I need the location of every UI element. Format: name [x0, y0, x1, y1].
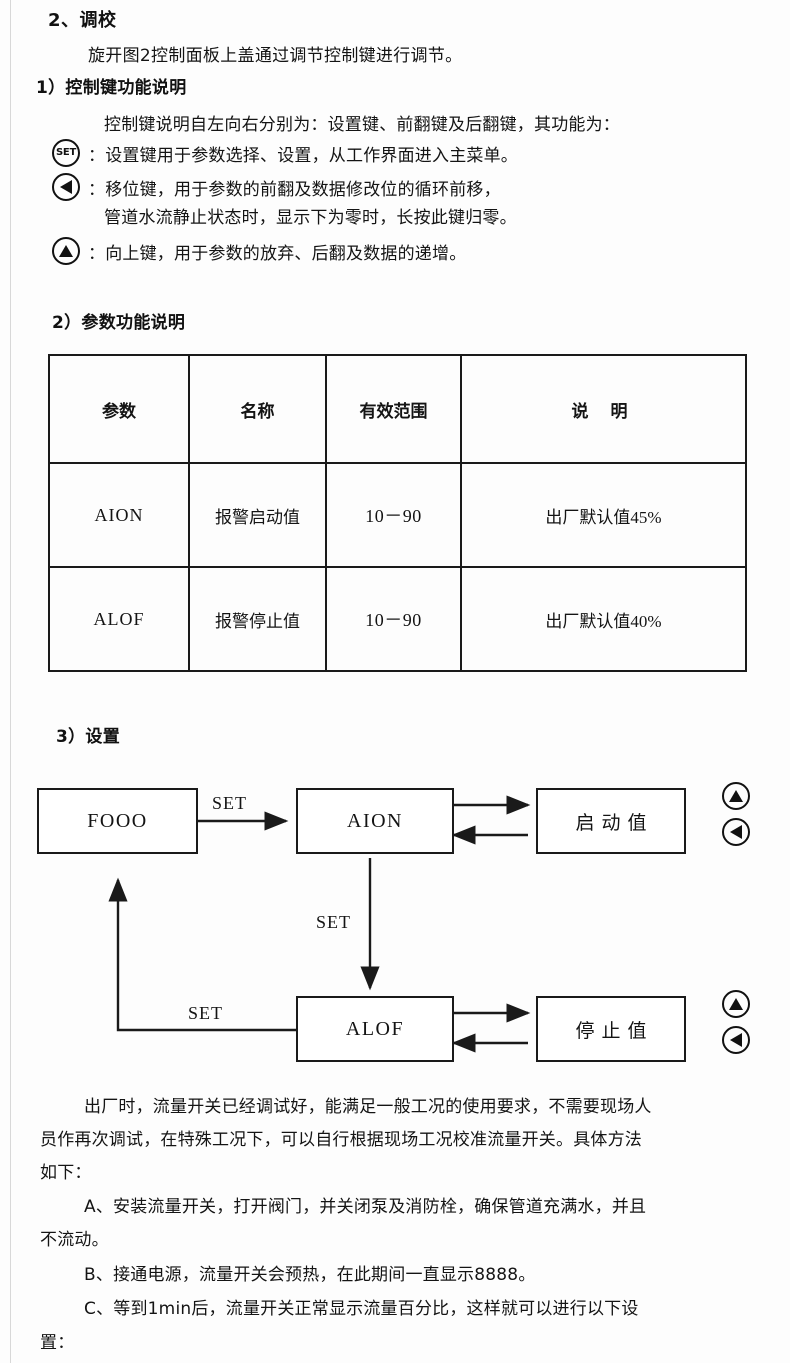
table-row: ALOF 报警停止值 10－90 出厂默认值40% — [48, 566, 747, 672]
table-header-desc-text: 说 明 — [571, 401, 636, 422]
table-header-name: 名称 — [188, 354, 327, 464]
key-description-row-set: SET ：设置键用于参数选择、设置，从工作界面进入主菜单。 — [52, 138, 518, 168]
up-triangle-button-icon — [52, 237, 80, 265]
table-cell-desc: 出厂默认值45% — [460, 462, 747, 568]
table-cell-desc: 出厂默认值40% — [460, 566, 747, 672]
diagram-side-buttons-top — [722, 782, 750, 846]
diagram-box-alof: ALOF — [296, 996, 454, 1062]
table-header-desc: 说 明 — [460, 354, 747, 464]
table-cell-desc-label: 出厂默认值 — [545, 611, 631, 632]
table-cell-range: 10－90 — [325, 566, 462, 672]
page-edge-line — [10, 0, 11, 1363]
key-description-continuation-left: 管道水流静止状态时，显示下为零时，长按此键归零。 — [104, 208, 517, 228]
left-triangle-button-icon — [52, 173, 80, 201]
table-cell-name: 报警启动值 — [188, 462, 327, 568]
section-1-lead: 控制键说明自左向右分别为：设置键、前翻键及后翻键，其功能为： — [104, 115, 620, 135]
intro-paragraph: 旋开图2控制面板上盖通过调节控制键进行调节。 — [88, 46, 463, 66]
key-description-text-left: ：移位键，用于参数的前翻及数据修改位的循环前移， — [88, 179, 501, 200]
table-cell-param: ALOF — [48, 566, 190, 672]
diagram-box-aion: AION — [296, 788, 454, 854]
diagram-connectors — [108, 795, 531, 1053]
up-triangle-button-icon — [722, 990, 750, 1018]
set-button-icon: SET — [52, 139, 80, 167]
section-2-title: 2）参数功能说明 — [52, 313, 186, 333]
table-cell-range: 10－90 — [325, 462, 462, 568]
diagram-box-aion-value-label: 启动值 — [575, 811, 654, 834]
table-cell-param: AION — [48, 462, 190, 568]
left-triangle-glyph — [60, 180, 72, 194]
left-triangle-glyph — [730, 1033, 742, 1047]
body-step-b-line-1: B、接通电源，流量开关会预热，在此期间一直显示8888。 — [84, 1265, 536, 1285]
diagram-box-alof-value-label: 停止值 — [575, 1019, 654, 1042]
page-title: 2、调校 — [48, 10, 117, 31]
parameter-table: 参数 名称 有效范围 说 明 AION 报警启动值 10－90 出厂默认值45%… — [48, 354, 747, 672]
left-triangle-glyph — [730, 825, 742, 839]
left-triangle-button-icon — [722, 1026, 750, 1054]
diagram-side-buttons-bottom — [722, 990, 750, 1054]
body-paragraph-line-3: 如下： — [40, 1163, 92, 1183]
up-triangle-glyph — [729, 998, 743, 1010]
key-description-row-up: ：向上键，用于参数的放弃、后翻及数据的递增。 — [52, 236, 466, 266]
up-triangle-glyph — [59, 245, 73, 257]
key-description-row-left: ：移位键，用于参数的前翻及数据修改位的循环前移， — [52, 172, 501, 202]
body-step-c-line-1: C、等到1min后，流量开关正常显示流量百分比，这样就可以进行以下设 — [84, 1299, 639, 1319]
table-header-range: 有效范围 — [325, 354, 462, 464]
up-triangle-button-icon — [722, 782, 750, 810]
table-cell-desc-value: 40% — [630, 611, 662, 631]
setting-flow-diagram: FOOO AION 启动值 ALOF 停止值 SET SET SET — [0, 760, 790, 1080]
diagram-box-alof-label: ALOF — [345, 1017, 405, 1040]
section-1-title: 1）控制键功能说明 — [36, 78, 187, 98]
table-header-param: 参数 — [48, 354, 190, 464]
diagram-box-aion-label: AION — [347, 809, 403, 832]
diagram-box-alof-value: 停止值 — [536, 996, 686, 1062]
diagram-label-set-aion-to-alof: SET — [316, 912, 352, 932]
table-header-row: 参数 名称 有效范围 说 明 — [48, 354, 747, 464]
diagram-box-aion-value: 启动值 — [536, 788, 686, 854]
diagram-box-start: FOOO — [37, 788, 198, 854]
left-triangle-button-icon — [722, 818, 750, 846]
body-step-c-line-2: 置： — [40, 1333, 75, 1353]
diagram-label-set-start-to-aion: SET — [212, 793, 248, 813]
table-cell-desc-label: 出厂默认值 — [545, 507, 631, 528]
section-3-title: 3）设置 — [56, 727, 121, 747]
body-paragraph-line-1: 出厂时，流量开关已经调试好，能满足一般工况的使用要求，不需要现场人 — [84, 1097, 652, 1117]
diagram-label-set-alof-to-start: SET — [188, 1003, 224, 1023]
table-row: AION 报警启动值 10－90 出厂默认值45% — [48, 462, 747, 568]
table-cell-name: 报警停止值 — [188, 566, 327, 672]
body-step-a-line-2: 不流动。 — [40, 1230, 109, 1250]
set-button-label: SET — [56, 147, 76, 158]
body-paragraph-line-2: 员作再次调试，在特殊工况下，可以自行根据现场工况校准流量开关。具体方法 — [40, 1130, 642, 1150]
body-step-a-line-1: A、安装流量开关，打开阀门，并关闭泵及消防栓，确保管道充满水，并且 — [84, 1197, 647, 1217]
up-triangle-glyph — [729, 790, 743, 802]
diagram-box-start-label: FOOO — [87, 809, 148, 832]
table-cell-desc-value: 45% — [630, 507, 662, 527]
key-description-text-up: ：向上键，用于参数的放弃、后翻及数据的递增。 — [88, 243, 467, 264]
key-description-text-set: ：设置键用于参数选择、设置，从工作界面进入主菜单。 — [88, 145, 518, 166]
